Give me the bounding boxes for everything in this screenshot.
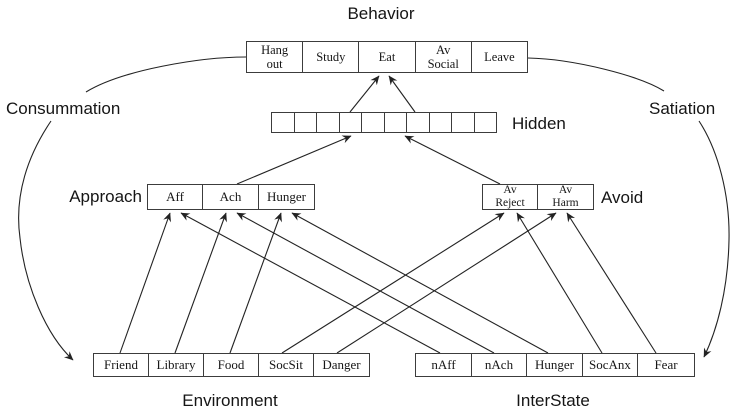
edge-hidden-to-eat-2	[388, 75, 416, 113]
hidden-unit	[317, 113, 340, 132]
edge-nach-to-ach	[236, 212, 495, 354]
hidden-unit	[362, 113, 385, 132]
flow-consummation-lower-arc	[18, 120, 74, 361]
hidden-unit	[430, 113, 452, 132]
hidden-unit	[340, 113, 362, 132]
approach-cell-ach: Ach	[203, 185, 259, 209]
interstate-cell-hunger: Hunger	[527, 354, 583, 376]
environment-label: Environment	[182, 391, 278, 410]
edge-library-to-ach	[174, 212, 227, 354]
interstate-cell-nach: nAch	[472, 354, 527, 376]
edge-socanx-to-avreject	[516, 212, 603, 354]
avoid-label: Avoid	[601, 188, 644, 207]
environment-cell-food: Food	[204, 354, 259, 376]
hidden-unit	[385, 113, 407, 132]
edge-hidden-to-eat-1	[349, 75, 380, 113]
hidden-layer	[271, 112, 497, 133]
edge-food-to-hunger	[229, 212, 282, 354]
hidden-unit	[452, 113, 475, 132]
consummation-label: Consummation	[6, 99, 121, 118]
environment-layer: Friend Library Food SocSit Danger	[93, 353, 370, 377]
interstate-cell-fear: Fear	[654, 356, 678, 372]
behavior-cell-av-social: Av Social	[416, 42, 472, 72]
edge-hungeris-to-hunger	[291, 212, 549, 354]
hidden-label: Hidden	[512, 114, 566, 133]
avoid-layer: Av Reject Av Harm	[482, 184, 594, 210]
environment-cell-socsit: SocSit	[259, 354, 314, 376]
avoid-cell-av-reject: Av Reject	[483, 184, 538, 209]
environment-cell-danger: Danger	[322, 356, 361, 372]
satiation-label: Satiation	[649, 99, 716, 118]
flow-satiation-upper-arc	[527, 57, 665, 92]
behavior-cell-leave: Leave	[484, 50, 515, 64]
edge-socsit-to-avreject	[281, 212, 505, 354]
edge-friend-to-aff	[119, 212, 171, 354]
behavior-layer: Hang out Study Eat Av Social Leave	[246, 41, 528, 73]
behavior-title: Behavior	[347, 4, 415, 23]
environment-cell-library: Library	[149, 354, 204, 376]
edge-naff-to-aff	[180, 212, 441, 354]
flow-consummation-upper-arc	[85, 56, 247, 93]
edge-avoid-to-hidden	[404, 135, 501, 185]
interstate-label: InterState	[516, 391, 590, 410]
behavior-cell-hang-out: Hang out	[247, 42, 304, 72]
hidden-unit	[475, 113, 497, 132]
edge-danger-to-avharm	[336, 212, 557, 354]
interstate-cell-socanx: SocAnx	[583, 354, 638, 376]
approach-layer: Aff Ach Hunger	[147, 184, 315, 210]
interstate-layer: nAff nAch Hunger SocAnx Fear	[415, 353, 695, 377]
avoid-cell-av-harm: Av Harm	[552, 184, 579, 209]
flow-satiation-lower-arc	[698, 120, 730, 358]
edge-approach-to-hidden	[236, 135, 352, 185]
hidden-unit	[295, 113, 317, 132]
approach-cell-aff: Aff	[148, 185, 203, 209]
interstate-cell-naff: nAff	[416, 354, 472, 376]
behavior-cell-study: Study	[303, 42, 360, 72]
hidden-unit	[272, 113, 295, 132]
hidden-unit	[407, 113, 430, 132]
edge-fear-to-avharm	[566, 212, 657, 354]
behavior-cell-eat: Eat	[359, 42, 416, 72]
approach-cell-hunger: Hunger	[267, 188, 306, 204]
environment-cell-friend: Friend	[94, 354, 149, 376]
approach-label: Approach	[69, 187, 142, 206]
